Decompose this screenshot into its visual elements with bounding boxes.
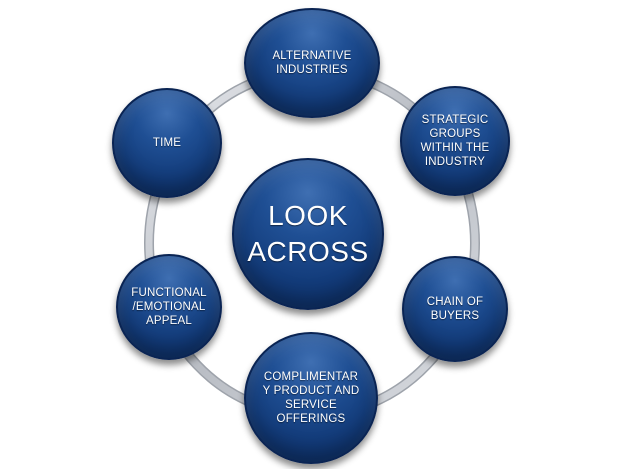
node-label: TIME bbox=[152, 137, 182, 149]
node-label: ALTERNATIVE INDUSTRIES bbox=[272, 50, 352, 76]
node-complimentary-offerings: COMPLIMENTAR Y PRODUCT AND SERVICE OFFER… bbox=[244, 332, 378, 464]
node-functional-emotional-appeal: FUNCTIONAL /EMOTIONAL APPEAL bbox=[116, 254, 222, 360]
node-chain-of-buyers: CHAIN OF BUYERS bbox=[402, 256, 508, 362]
node-time: TIME bbox=[112, 88, 222, 198]
node-label: CHAIN OF BUYERS bbox=[426, 296, 484, 322]
node-label: COMPLIMENTAR Y PRODUCT AND SERVICE OFFER… bbox=[262, 371, 360, 425]
center-label: LOOK ACROSS bbox=[247, 200, 369, 267]
node-label: FUNCTIONAL /EMOTIONAL APPEAL bbox=[131, 287, 207, 327]
node-alternative-industries: ALTERNATIVE INDUSTRIES bbox=[244, 8, 380, 118]
center-node: LOOK ACROSS bbox=[232, 158, 384, 310]
node-strategic-groups: STRATEGIC GROUPS WITHIN THE INDUSTRY bbox=[400, 86, 510, 196]
node-label: STRATEGIC GROUPS WITHIN THE INDUSTRY bbox=[420, 114, 490, 168]
